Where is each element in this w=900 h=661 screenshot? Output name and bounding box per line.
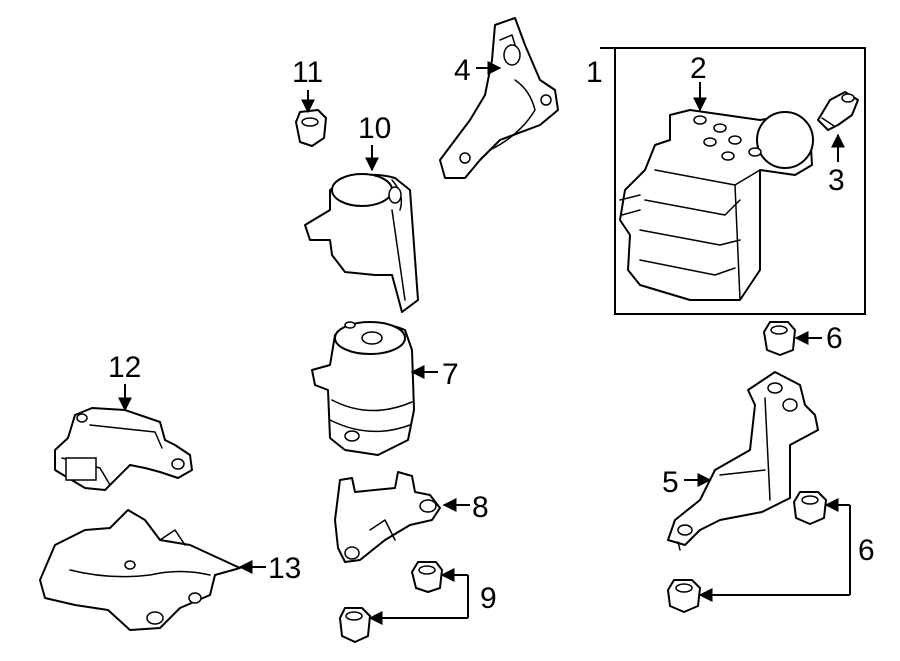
callout-10: 10 <box>358 112 391 145</box>
callout-13: 13 <box>268 552 301 585</box>
grommet-part-6-bottom[interactable] <box>667 579 701 613</box>
grommet-part-6-mid[interactable] <box>793 491 827 525</box>
bracket-part-5[interactable] <box>667 371 819 551</box>
abs-modulator-part-2[interactable] <box>619 109 814 301</box>
callout-1: 1 <box>586 56 603 89</box>
shield-plate-part-13[interactable] <box>39 509 241 631</box>
mount-part-10[interactable] <box>304 173 419 313</box>
callout-3: 3 <box>828 164 845 197</box>
grommet-part-6-top[interactable] <box>763 321 796 356</box>
assembly-frame-1 <box>614 47 866 315</box>
callout-2: 2 <box>690 52 707 85</box>
callout-9: 9 <box>480 582 497 615</box>
grommet-part-9-lower[interactable] <box>339 607 371 643</box>
bracket-part-8[interactable] <box>334 471 441 563</box>
bracket-part-4[interactable] <box>439 17 559 179</box>
yaw-sensor-part-12[interactable] <box>54 407 193 491</box>
callout-8: 8 <box>472 491 489 524</box>
callout-12: 12 <box>108 351 141 384</box>
callout-5: 5 <box>662 466 679 499</box>
pump-motor-part-7[interactable] <box>311 321 415 456</box>
callout-6-top: 6 <box>826 322 843 355</box>
grommet-part-9-upper[interactable] <box>411 561 443 593</box>
callout-7: 7 <box>442 358 459 391</box>
grommet-part-11[interactable] <box>295 109 327 147</box>
callout-11: 11 <box>292 56 323 89</box>
callout-6-bottom: 6 <box>858 534 875 567</box>
pressure-sensor-part-3[interactable] <box>817 91 859 131</box>
callout-4: 4 <box>454 54 471 87</box>
